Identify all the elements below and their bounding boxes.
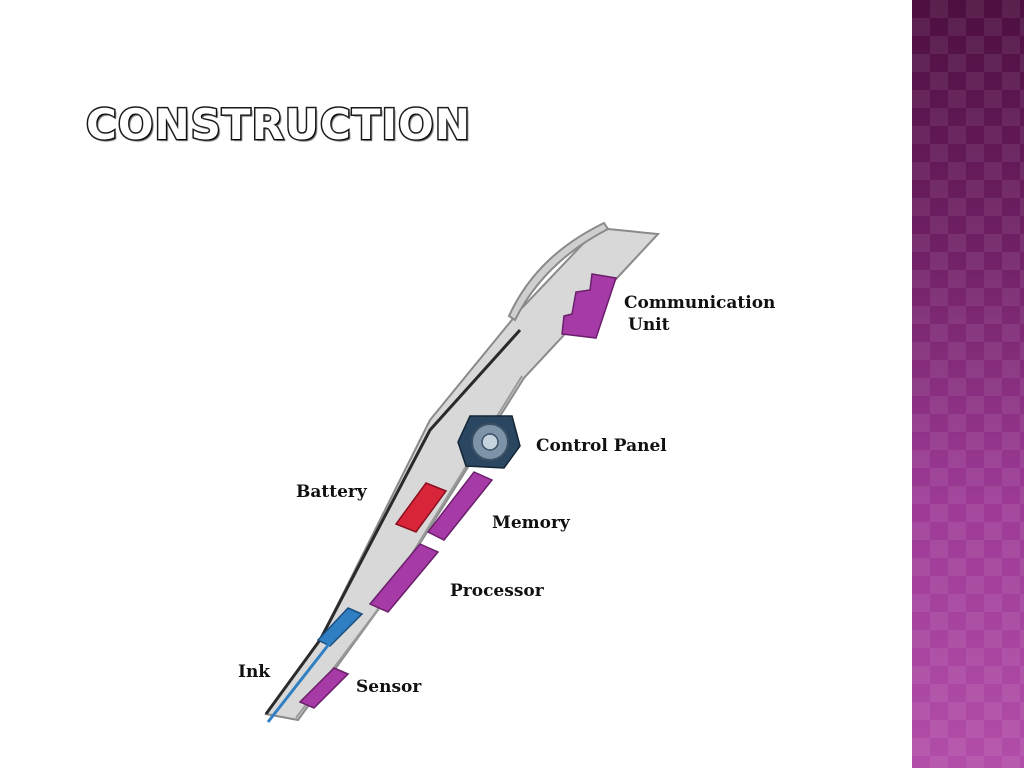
sensor-block: [298, 667, 350, 709]
memory-block: [426, 471, 494, 541]
battery-block: [394, 482, 448, 533]
control-panel-dial: [457, 415, 521, 469]
slide-title: CONSTRUCTION: [85, 99, 472, 151]
label-control-panel: Control Panel: [536, 436, 667, 456]
label-communication-unit-line2: Unit: [628, 315, 670, 335]
label-communication-unit-line1: Communication: [624, 293, 775, 313]
label-ink: Ink: [238, 662, 271, 682]
ink-cartridge: [316, 607, 364, 647]
pen-clip: [507, 221, 610, 322]
label-memory: Memory: [492, 513, 571, 533]
label-sensor: Sensor: [356, 677, 422, 697]
communication-unit-block: [561, 273, 617, 339]
ink-refill-line: [266, 629, 342, 723]
pen-left-edge: [264, 328, 522, 715]
decorative-side-band: [912, 0, 1024, 768]
label-processor: Processor: [450, 581, 545, 601]
processor-block: [368, 543, 440, 613]
label-battery: Battery: [296, 482, 368, 502]
